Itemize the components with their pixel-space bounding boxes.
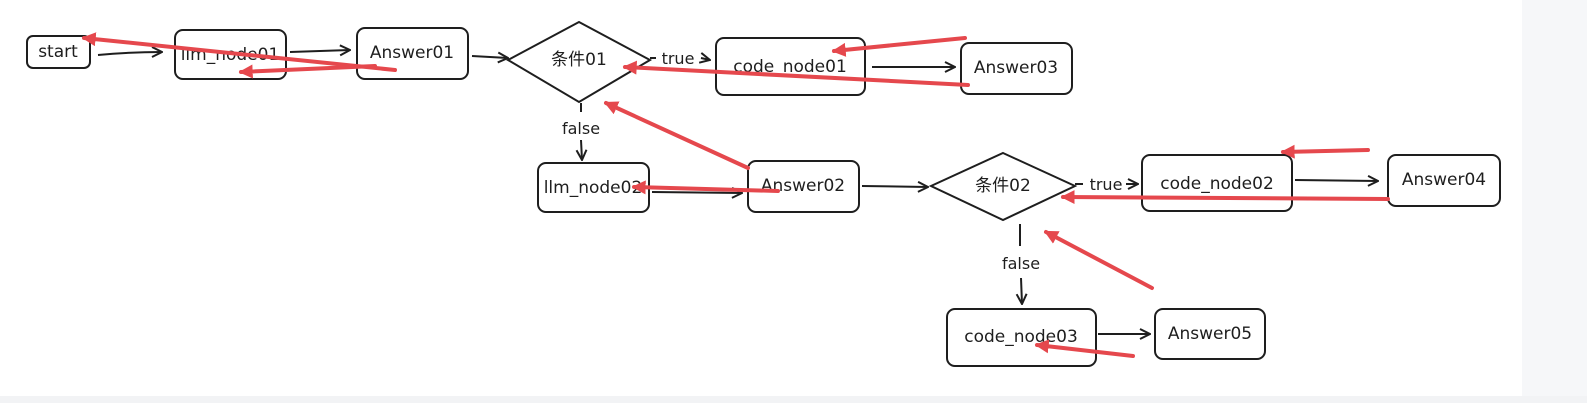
edge-label-cond02-true: true <box>1090 175 1123 194</box>
red-arrow-to-code02 <box>1280 144 1370 159</box>
edge-label-cond01-false: false <box>562 119 600 138</box>
edge-answer02-cond02 <box>861 186 928 187</box>
node-label: Answer03 <box>974 58 1058 78</box>
edge-llm01-answer01 <box>289 50 350 52</box>
node-box <box>960 42 1073 95</box>
red-arrow-answer02-to-cond01 <box>603 101 750 170</box>
connector-edges <box>97 50 1378 334</box>
edge-cond01-code01 <box>650 58 710 60</box>
node-diamond <box>505 20 653 104</box>
node-label: Answer05 <box>1168 324 1252 344</box>
right-scroll-strip <box>1522 0 1587 403</box>
red-arrow-to-code01 <box>831 36 967 57</box>
edge-label-cond02-false: false <box>1002 254 1040 273</box>
node-answer03: Answer03 <box>960 42 1073 95</box>
node-code-node01: code_node01 <box>715 37 866 96</box>
node-box <box>715 37 866 96</box>
node-label: Answer02 <box>761 176 845 196</box>
node-label: code_node01 <box>733 57 847 77</box>
node-label: Answer04 <box>1402 170 1486 190</box>
node-diamond <box>928 151 1078 222</box>
node-label: start <box>38 42 78 62</box>
node-box <box>1154 308 1266 360</box>
node-answer02: Answer02 <box>747 160 860 213</box>
node-code-node02: code_node02 <box>1141 154 1293 212</box>
node-start: start <box>26 35 91 69</box>
node-label: 条件01 <box>551 50 607 70</box>
edge-cond02-code03 <box>1020 224 1022 304</box>
node-answer04: Answer04 <box>1387 154 1501 207</box>
bottom-scroll-strip <box>0 396 1587 403</box>
node-box <box>1387 154 1501 207</box>
node-label: code_node02 <box>1160 174 1274 194</box>
node-box <box>356 27 469 80</box>
node-label: llm_node02 <box>544 178 643 198</box>
annotation-arrows <box>81 32 1390 358</box>
red-arrow-to-llm02 <box>631 180 780 195</box>
node-answer05: Answer05 <box>1154 308 1266 360</box>
node-llm-node02: llm_node02 <box>537 162 650 213</box>
edge-llm02-answer02 <box>651 192 742 193</box>
red-arrow-answer05-to-cond02 <box>1043 230 1154 290</box>
red-arrow-to-code03 <box>1034 339 1135 358</box>
node-box <box>946 308 1097 367</box>
node-box <box>26 35 91 69</box>
node-label: 条件02 <box>975 176 1031 196</box>
edge-cond01-llm02 <box>581 103 582 160</box>
node-answer01: Answer01 <box>356 27 469 80</box>
node-condition01: 条件01 <box>505 20 653 104</box>
node-box <box>747 160 860 213</box>
node-label: code_node03 <box>964 327 1078 347</box>
red-arrow-to-llm01 <box>238 64 377 79</box>
edge-start-llm01 <box>97 52 162 55</box>
node-condition02: 条件02 <box>928 151 1078 222</box>
node-code-node03: code_node03 <box>946 308 1097 367</box>
edge-code02-answer04 <box>1294 180 1378 181</box>
edge-answer01-cond01 <box>471 56 508 58</box>
red-arrow-answer04-to-cond02 <box>1060 190 1390 205</box>
red-arrow-to-start <box>81 32 397 72</box>
node-label: Answer01 <box>370 43 454 63</box>
edge-label-cond01-true: true <box>662 49 695 68</box>
red-arrow-answer03-to-cond01 <box>622 60 970 87</box>
